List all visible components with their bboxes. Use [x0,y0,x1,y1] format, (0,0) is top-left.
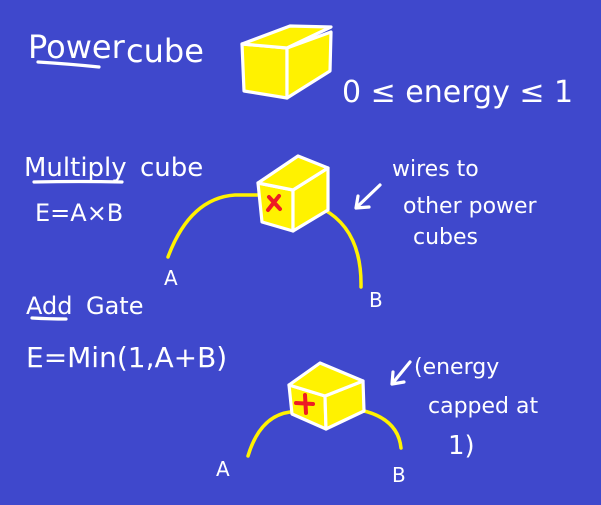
multiply-symbol [266,194,282,212]
power-cube-section: Power cube 0 ≤ energy ≤ 1 [28,24,573,110]
multiply-input-a-label: A [164,266,178,290]
add-cube-icon [287,361,366,431]
multiply-annotation-line-3: cubes [413,225,478,250]
title-underline [36,60,101,69]
wire-b [358,408,403,450]
power-cube-title-underlined: Power [28,28,126,66]
add-gate-formula: E=Min(1,A+B) [26,341,227,374]
add-input-b-label: B [392,463,406,487]
multiply-cube-title-underlined: Multiply [24,153,127,183]
wire-a [166,193,262,259]
multiply-annotation-line-2: other power [403,194,538,219]
annotation-arrow-icon [354,183,382,210]
add-annotation-line-3: 1) [448,431,475,461]
add-annotation-line-1: (energy [414,355,499,380]
multiply-cube-icon [256,154,330,233]
add-input-a-label: A [216,457,230,481]
multiply-annotation-line-1: wires to [392,157,479,182]
multiply-input-b-label: B [369,288,383,312]
energy-constraint: 0 ≤ energy ≤ 1 [342,75,573,110]
add-gate-section: Add Gate E=Min(1,A+B) A B (energy capped… [26,292,538,487]
annotation-arrow-icon [390,360,412,386]
power-cube-title-rest: cube [126,32,204,70]
power-cube-icon [240,24,333,100]
title-underline [32,179,124,184]
add-symbol [294,393,315,415]
add-gate-title-rest: Gate [86,292,143,320]
wire-a [246,410,292,458]
multiply-cube-title-rest: cube [140,153,203,183]
add-gate-title-underlined: Add [26,292,72,320]
add-annotation-line-2: capped at [428,394,538,419]
multiply-cube-section: Multiply cube E=A×B A B wires to other p… [24,153,538,312]
wire-b [321,207,363,289]
title-underline [30,316,68,321]
multiply-formula: E=A×B [35,199,123,227]
